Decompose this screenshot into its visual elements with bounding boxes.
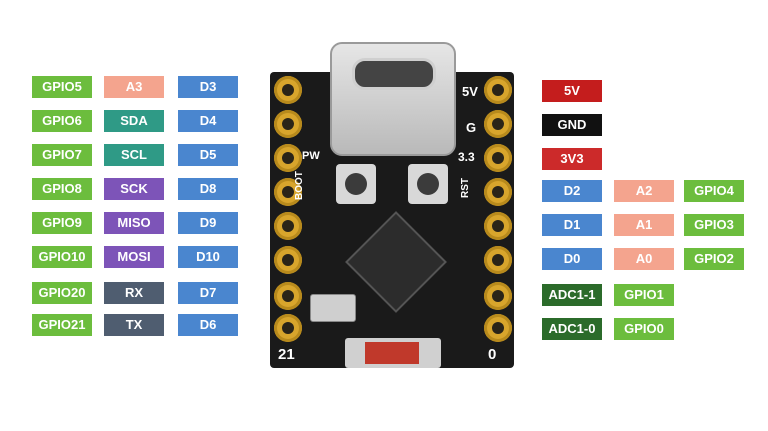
digital-label: D0: [542, 248, 602, 270]
pin-pad: [484, 178, 512, 206]
pin-pad: [274, 212, 302, 240]
gpio-label: GPIO4: [684, 180, 744, 202]
gpio-label: GPIO2: [684, 248, 744, 270]
digital-label: D6: [178, 314, 238, 336]
usb-c-connector: [330, 42, 456, 156]
digital-label: D4: [178, 110, 238, 132]
gpio-label: GPIO3: [684, 214, 744, 236]
analog-label: A3: [104, 76, 164, 98]
reset-button: [408, 164, 448, 204]
pin-pad: [274, 110, 302, 138]
gpio-label: GPIO20: [32, 282, 92, 304]
boot-button: [336, 164, 376, 204]
gpio-label: GPIO7: [32, 144, 92, 166]
uart-label: TX: [104, 314, 164, 336]
silk-21: 21: [278, 346, 295, 363]
pin-pad: [484, 212, 512, 240]
pin-pad: [274, 178, 302, 206]
silk-g: G: [466, 120, 477, 135]
crystal-oscillator: [310, 294, 356, 322]
pin-pad: [484, 110, 512, 138]
spi-label: SCK: [104, 178, 164, 200]
silk-5v: 5V: [462, 84, 478, 99]
i2c-label: SCL: [104, 144, 164, 166]
digital-label: D3: [178, 76, 238, 98]
pin-pad: [274, 314, 302, 342]
pin-pad: [274, 246, 302, 274]
gpio-label: GPIO10: [32, 246, 92, 268]
gpio-label: GPIO9: [32, 212, 92, 234]
digital-label: D10: [178, 246, 238, 268]
silk-rst: RST: [460, 178, 471, 198]
gpio-label: GPIO8: [32, 178, 92, 200]
digital-label: D5: [178, 144, 238, 166]
silk-pw: PW: [302, 150, 320, 162]
digital-label: D2: [542, 180, 602, 202]
i2c-label: SDA: [104, 110, 164, 132]
analog-label: A2: [614, 180, 674, 202]
pin-pad: [484, 314, 512, 342]
pin-pad: [484, 282, 512, 310]
pin-pad: [274, 76, 302, 104]
gnd-label: GND: [542, 114, 602, 136]
usb-c-port: [352, 58, 436, 90]
analog-label: A0: [614, 248, 674, 270]
spi-label: MOSI: [104, 246, 164, 268]
analog-label: A1: [614, 214, 674, 236]
digital-label: D9: [178, 212, 238, 234]
spi-label: MISO: [104, 212, 164, 234]
adc-label: ADC1-1: [542, 284, 602, 306]
pin-pad: [484, 246, 512, 274]
digital-label: D8: [178, 178, 238, 200]
pin-pad: [274, 282, 302, 310]
pin-pad: [484, 144, 512, 172]
pin-pad: [274, 144, 302, 172]
silk-33: 3.3: [458, 150, 475, 164]
gpio-label: GPIO5: [32, 76, 92, 98]
gpio-label: GPIO6: [32, 110, 92, 132]
fuse: [345, 338, 441, 368]
uart-label: RX: [104, 282, 164, 304]
pin-pad: [484, 76, 512, 104]
adc-label: ADC1-0: [542, 318, 602, 340]
fuse-body: [365, 342, 419, 364]
silk-boot: BOOT: [294, 171, 305, 200]
power-5v-label: 5V: [542, 80, 602, 102]
digital-label: D7: [178, 282, 238, 304]
power-3v3-label: 3V3: [542, 148, 602, 170]
gpio-label: GPIO1: [614, 284, 674, 306]
gpio-label: GPIO0: [614, 318, 674, 340]
digital-label: D1: [542, 214, 602, 236]
silk-0: 0: [488, 346, 497, 363]
gpio-label: GPIO21: [32, 314, 92, 336]
